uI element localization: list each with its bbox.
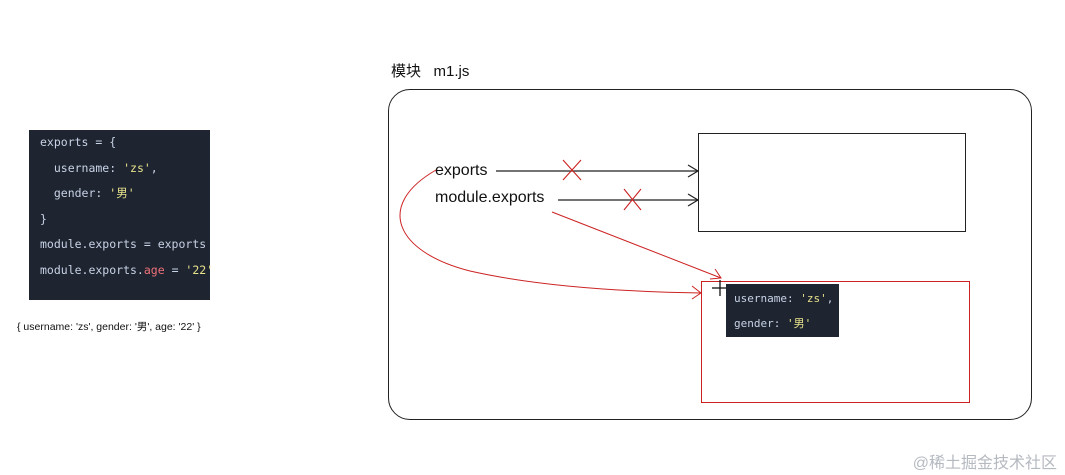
exports-label: exports bbox=[435, 162, 488, 179]
code-line: module.exports = exports bbox=[40, 237, 207, 251]
result-output: { username: 'zs', gender: '男', age: '22'… bbox=[17, 321, 201, 333]
code-line: } bbox=[40, 211, 47, 226]
code-line: exports = { bbox=[40, 135, 117, 149]
code-line: username: 'zs', bbox=[40, 160, 158, 175]
code-line: module.exports.age = '22' bbox=[40, 262, 214, 277]
new-object-box bbox=[701, 281, 970, 403]
module-exports-label: module.exports bbox=[435, 189, 545, 206]
module-title: 模块 m1.js bbox=[391, 63, 470, 80]
code-line: gender: '男' bbox=[734, 317, 812, 330]
object-code-snippet: username: 'zs', gender: '男' bbox=[726, 284, 839, 337]
watermark: @稀土掘金技术社区 bbox=[912, 455, 1057, 472]
code-panel: exports = { username: 'zs', gender: '男' … bbox=[29, 130, 214, 300]
original-exports-object bbox=[698, 133, 966, 232]
code-line: gender: '男' bbox=[40, 186, 135, 200]
module-container bbox=[388, 89, 1032, 420]
code-line: username: 'zs', bbox=[734, 292, 834, 305]
